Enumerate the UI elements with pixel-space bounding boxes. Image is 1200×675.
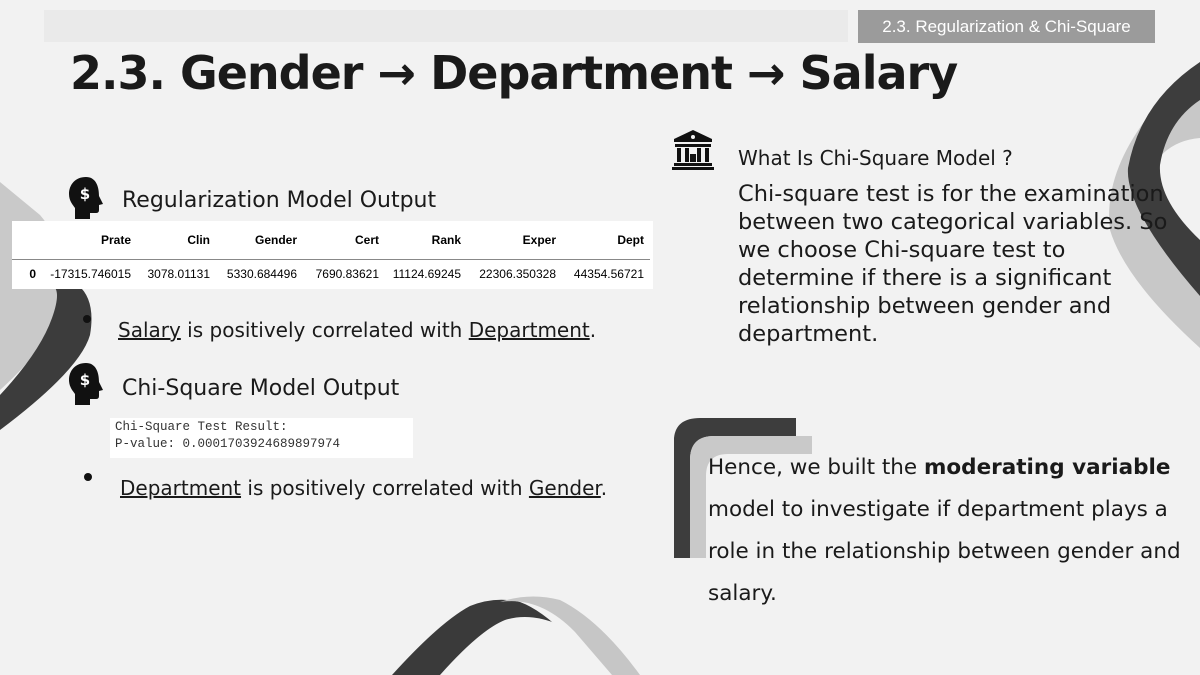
column-header: Exper	[467, 221, 562, 260]
column-header: Prate	[42, 221, 137, 260]
chi-square-explanation: Chi-square test is for the examination b…	[738, 181, 1168, 347]
conclusion-text: Hence, we built the moderating variable …	[708, 455, 1181, 606]
svg-text:$: $	[80, 185, 90, 203]
index-header	[12, 221, 42, 260]
bullet-point	[84, 473, 92, 481]
regularization-output-table: Prate Clin Gender Cert Rank Exper Dept 0…	[12, 221, 653, 289]
table-cell: 11124.69245	[392, 267, 461, 281]
slide-title: 2.3. Gender → Department → Salary	[70, 46, 958, 100]
table-cell: -17315.746015	[50, 267, 131, 281]
finding-term: Gender	[528, 476, 601, 500]
row-index: 0	[29, 267, 36, 281]
head-dollar-icon: $	[69, 177, 103, 219]
table-cell: 7690.83621	[315, 267, 379, 281]
column-header: Cert	[303, 221, 385, 260]
table-row: 0 -17315.746015 3078.01131 5330.684496 7…	[12, 260, 650, 289]
department-gender-finding: Department is positively correlated with…	[120, 476, 608, 500]
finding-term: Salary	[118, 318, 181, 342]
svg-text:$: $	[80, 371, 90, 389]
bullet-point	[83, 315, 91, 323]
output-line: Chi-Square Test Result:	[115, 420, 288, 434]
chi-square-heading: Chi-Square Model Output	[122, 376, 400, 401]
table-cell: 5330.684496	[226, 267, 297, 281]
section-tag: 2.3. Regularization & Chi-Square	[858, 10, 1155, 43]
chi-square-question: What Is Chi-Square Model ?	[738, 146, 1013, 170]
table-cell: 3078.01131	[147, 267, 210, 281]
chi-square-output: Chi-Square Test Result: P-value: 0.00017…	[110, 418, 413, 458]
column-header: Rank	[385, 221, 467, 260]
salary-department-finding: Salary is positively correlated with Dep…	[118, 318, 597, 342]
bank-building-icon	[672, 130, 714, 170]
column-header: Dept	[562, 221, 650, 260]
p-value-line: P-value: 0.0001703924689897974	[115, 437, 341, 451]
finding-term: Department	[120, 476, 242, 500]
column-header: Clin	[137, 221, 216, 260]
head-dollar-icon: $	[69, 363, 103, 405]
top-bar	[44, 10, 848, 42]
column-header: Gender	[216, 221, 303, 260]
moderating-variable-emphasis: moderating variable	[924, 455, 1171, 480]
table-cell: 22306.350328	[479, 267, 556, 281]
regularization-heading: Regularization Model Output	[122, 188, 437, 213]
table-cell: 44354.56721	[573, 267, 644, 281]
finding-term: Department	[468, 318, 590, 342]
